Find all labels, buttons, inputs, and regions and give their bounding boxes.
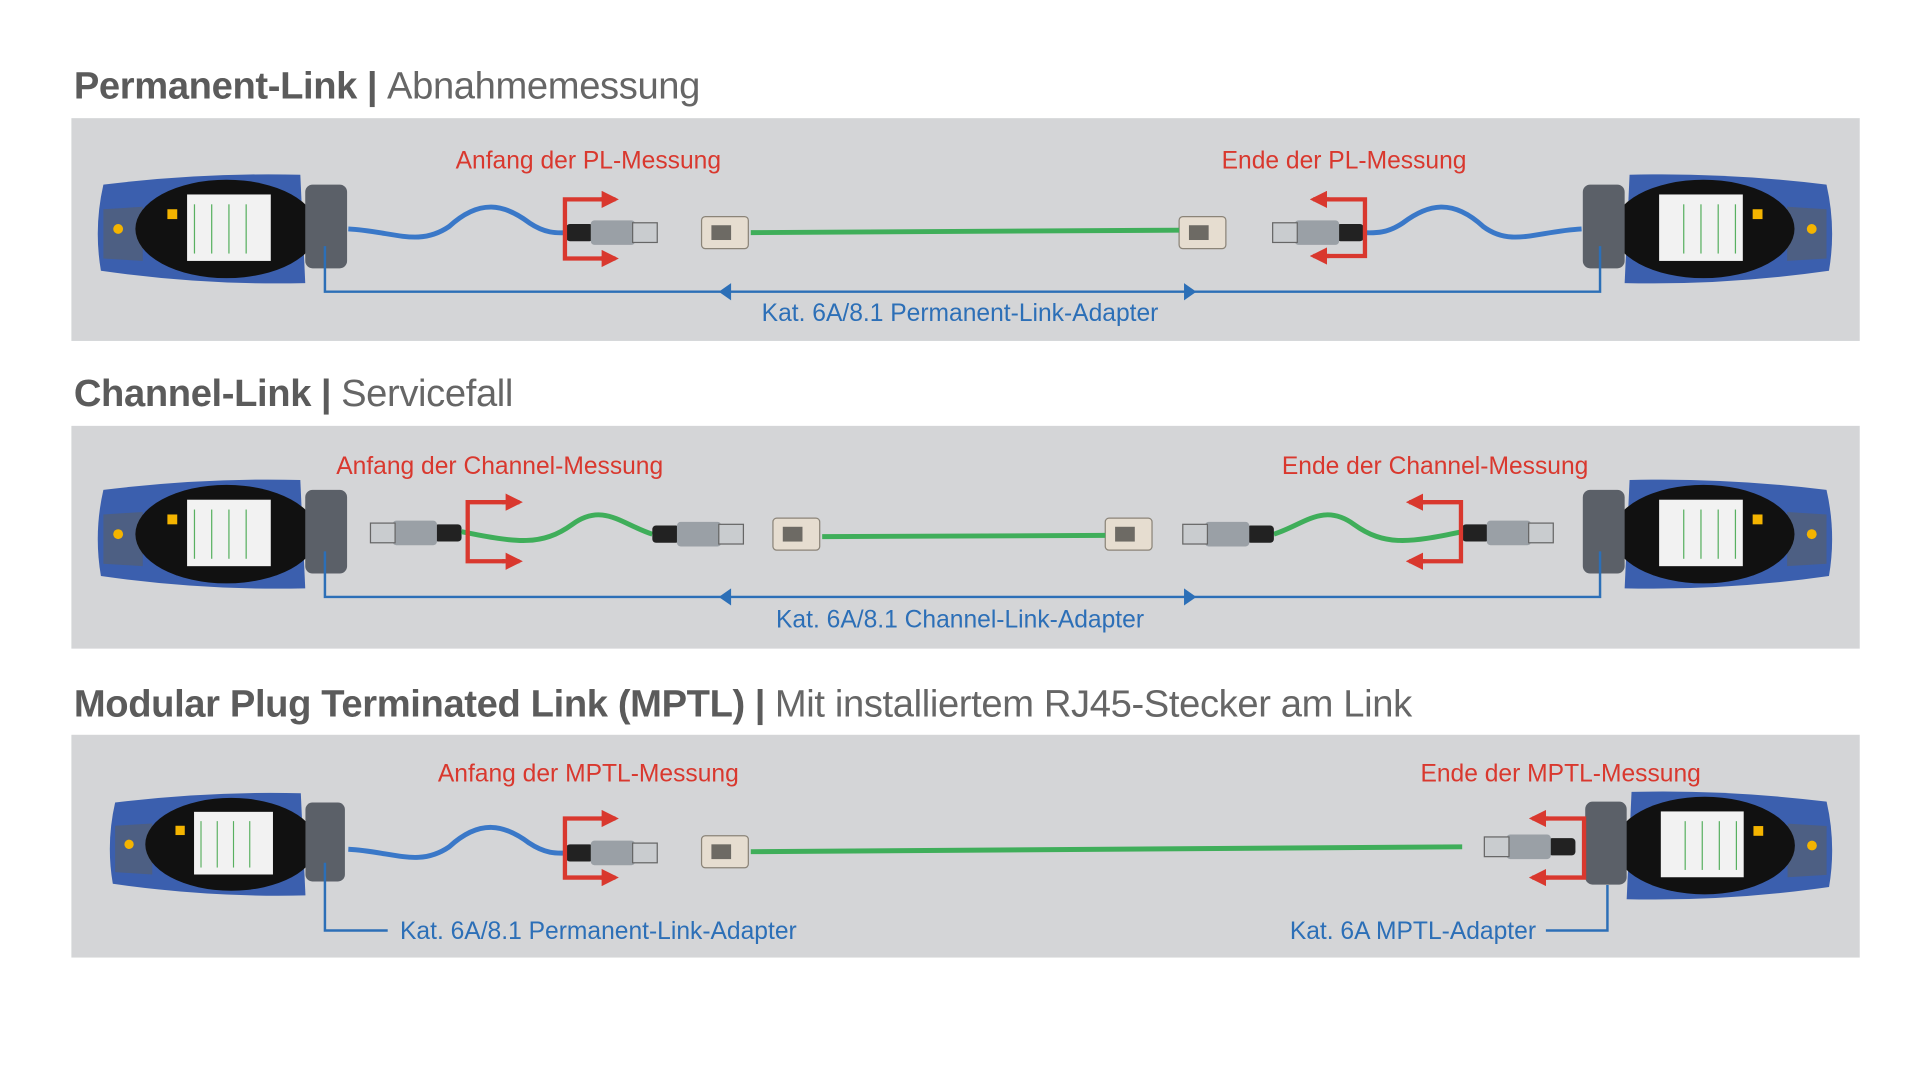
section-title-light: Mit installiertem RJ45-Stecker am Link [774,681,1412,725]
end-measurement-label: Ende der PL-Messung [1222,148,1467,175]
adapter-span-line [323,246,1602,293]
section-title-permanent-link: Permanent-Link|Abnahmemessung [73,64,701,108]
adapter-label: Kat. 6A/8.1 Channel-Link-Adapter [776,607,1144,634]
permanent-link-panel: Anfang der PL-Messung Ende der PL-Messun… [71,118,1860,341]
measurement-bracket-icon [465,500,505,564]
channel-link-panel: Anfang der Channel-Messung Ende der Chan… [71,425,1860,649]
cable-tester-icon [97,173,348,285]
start-measurement-label: Anfang der PL-Messung [456,148,721,175]
section-title-mptl: Modular Plug Terminated Link (MPTL)|Mit … [74,682,1412,726]
rj45-jack-icon [700,216,749,250]
measurement-bracket-icon [562,197,604,261]
cable-tester-icon [109,792,346,897]
measurement-bracket-icon [562,816,604,880]
title-separator: | [320,371,332,415]
section-title-bold: Channel-Link [73,371,312,415]
start-measurement-label: Anfang der Channel-Messung [336,453,663,480]
rj45-jack-icon [1104,517,1153,551]
adapter-cable-left [348,204,569,240]
adapter-cable-right [1360,204,1582,240]
section-title-light: Servicefall [341,371,514,415]
adapter-label: Kat. 6A/8.1 Permanent-Link-Adapter [762,300,1159,327]
measurement-bracket-icon [1422,500,1464,564]
section-title-channel-link: Channel-Link|Servicefall [73,371,514,416]
rj45-jack-icon [700,835,749,869]
left-adapter-label: Kat. 6A/8.1 Permanent-Link-Adapter [400,918,797,945]
section-title-bold: Permanent-Link [73,64,358,108]
link-cable [750,844,1463,855]
adapter-pointer-right [1545,884,1609,932]
link-cable [750,227,1180,236]
rj45-plug-icon [1272,219,1365,246]
cable-tester-icon [1582,173,1833,285]
title-separator: | [366,64,378,108]
measurement-bracket-icon [1545,816,1587,880]
rj45-plug-icon [369,520,463,546]
rj45-plug-icon [1461,520,1554,546]
adapter-pointer-left [323,862,388,932]
adapter-span-line [323,551,1602,599]
rj45-jack-icon [1178,216,1227,250]
cable-tester-icon [1584,790,1833,901]
rj45-jack-icon [772,517,821,551]
measurement-bracket-icon [1326,197,1368,259]
start-measurement-label: Anfang der MPTL-Messung [438,761,739,788]
mptl-panel: Anfang der MPTL-Messung Ende der MPTL-Me… [71,734,1860,958]
link-cable [822,532,1106,540]
section-title-bold: Modular Plug Terminated Link (MPTL) [73,681,745,725]
cable-tester-icon [1582,478,1833,590]
patch-cable-right [1273,512,1463,543]
right-adapter-label: Kat. 6A MPTL-Adapter [1290,918,1536,945]
title-separator: | [754,681,766,725]
section-title-light: Abnahmemessung [387,64,701,108]
end-measurement-label: Ende der Channel-Messung [1282,453,1588,480]
patch-cable-left [461,512,654,543]
adapter-cable-left [348,824,569,860]
rj45-plug-icon [565,219,658,246]
cable-tester-icon [97,478,348,590]
end-measurement-label: Ende der MPTL-Messung [1420,761,1700,788]
